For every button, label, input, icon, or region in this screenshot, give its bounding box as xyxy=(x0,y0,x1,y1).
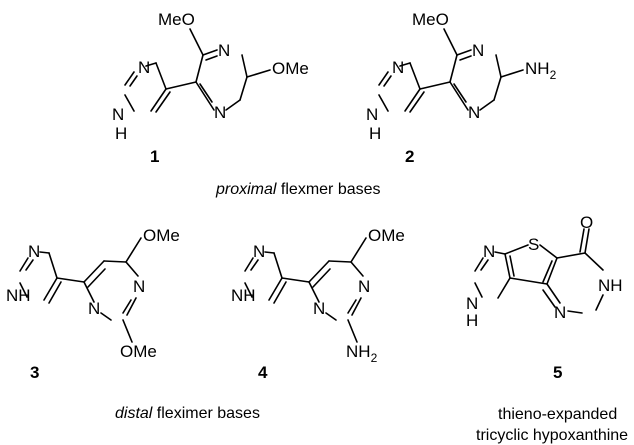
atom-N: N xyxy=(483,242,495,261)
compound-3-structure: N NH OMe N N OMe xyxy=(6,226,180,361)
atom-S: S xyxy=(528,235,539,254)
atom-N: N xyxy=(218,41,230,60)
atom-H: H xyxy=(369,124,381,143)
atom-N: N xyxy=(133,277,145,296)
atom-MeO: MeO xyxy=(412,10,449,29)
atom-OMe: OMe xyxy=(272,59,309,78)
atom-N: N xyxy=(472,41,484,60)
atom-N: N xyxy=(554,303,566,322)
atom-amine: NH2 xyxy=(525,59,557,82)
atom-N: N xyxy=(366,105,378,124)
compound-4-structure: N NH OMe N N NH2 xyxy=(231,226,405,365)
atom-NH: NH xyxy=(6,286,31,305)
atom-OMe: OMe xyxy=(368,226,405,245)
compound-1-number: 1 xyxy=(150,147,159,166)
compound-1-structure: N N H MeO N OMe N xyxy=(112,10,309,143)
atom-NH: NH xyxy=(598,276,623,295)
atom-N: N xyxy=(358,277,370,296)
atom-N: N xyxy=(466,294,478,313)
compound-5-structure: N N H S O NH N xyxy=(466,213,623,330)
atom-OMe: OMe xyxy=(143,226,180,245)
proximal-caption: proximal flexmer bases xyxy=(215,181,381,198)
compound-5-number: 5 xyxy=(553,363,562,382)
atom-N: N xyxy=(253,242,265,261)
atom-O: O xyxy=(580,213,593,232)
atom-N: N xyxy=(214,103,226,122)
compound-2-structure: N N H MeO N NH2 N xyxy=(366,10,557,143)
compound-2-number: 2 xyxy=(405,147,414,166)
compound-3-number: 3 xyxy=(30,363,39,382)
atom-N: N xyxy=(28,242,40,261)
atom-N: N xyxy=(313,299,325,318)
atom-N: N xyxy=(392,58,404,77)
atom-N: N xyxy=(112,105,124,124)
atom-H: H xyxy=(115,124,127,143)
atom-MeO: MeO xyxy=(158,10,195,29)
distal-caption: distal fleximer bases xyxy=(115,405,260,422)
atom-amine: NH2 xyxy=(346,342,378,365)
compound-4-number: 4 xyxy=(258,363,268,382)
atom-N: N xyxy=(88,299,100,318)
atom-H: H xyxy=(466,311,478,330)
atom-N: N xyxy=(468,103,480,122)
tricyclic-caption-line1: thieno-expanded xyxy=(498,406,617,423)
atom-N: N xyxy=(138,58,150,77)
atom-OMe: OMe xyxy=(120,342,157,361)
tricyclic-caption-line2: tricyclic hypoxanthine xyxy=(476,427,628,444)
atom-NH: NH xyxy=(231,286,256,305)
